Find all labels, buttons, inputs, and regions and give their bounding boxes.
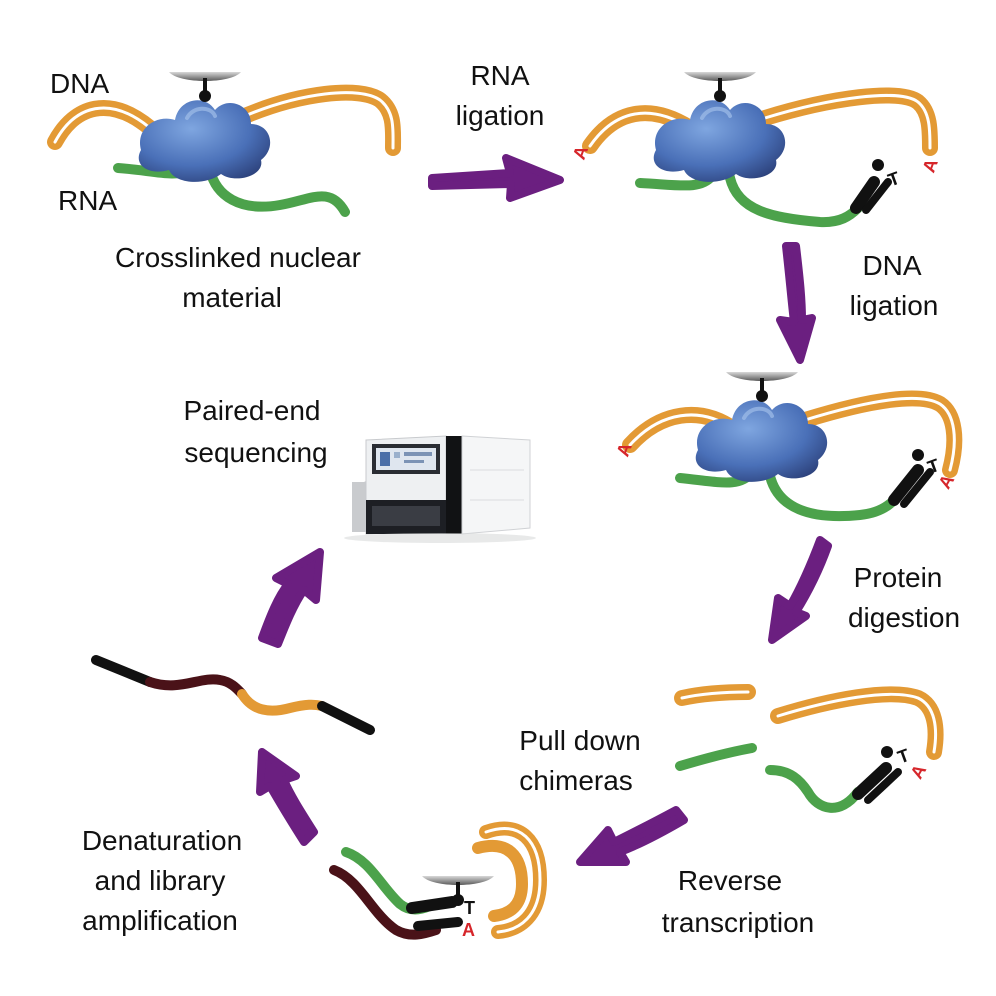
base-letter-a: A: [569, 143, 592, 162]
panel-reverse-transcription: T A: [329, 821, 548, 940]
rna-ligation-label-line2: ligation: [456, 100, 545, 131]
denaturation-label-line1: Denaturation: [82, 825, 242, 856]
adapter-strand: [852, 762, 892, 800]
adapter-strand: [91, 655, 155, 687]
base-letter-a: A: [906, 761, 930, 782]
rna-strand: [635, 158, 863, 228]
reverse-transcription-label-line1: Reverse: [678, 865, 782, 896]
pull-down-label-line2: chimeras: [519, 765, 633, 796]
adapter-strand: [317, 701, 375, 735]
rna-strand: [341, 847, 435, 915]
sequencer-machine-icon: [344, 435, 536, 543]
denaturation-label-line3: amplification: [82, 905, 238, 936]
pull-down-label-line1: Pull down: [519, 725, 640, 756]
adapter-strand: [888, 464, 924, 506]
panel-rna-ligation: A T A: [569, 70, 942, 228]
dna-strand: [770, 686, 944, 760]
panel-dna-ligation: A T A: [613, 370, 963, 522]
process-arrow-icon: [768, 536, 832, 644]
process-arrow-icon: [776, 242, 816, 364]
cdna-strand: [329, 865, 441, 940]
process-arrow-icon: [256, 748, 318, 846]
base-letter-t: T: [895, 745, 912, 768]
adapter-strand: [406, 896, 458, 914]
panel-protein-digestion: T A: [674, 684, 944, 813]
crosslink-pin-icon: [724, 370, 800, 404]
panel-library-fragment: [91, 655, 375, 735]
dna-fragment: [674, 684, 756, 706]
rna-strand: [765, 765, 863, 813]
crosslinked-label-line2: material: [182, 282, 282, 313]
dna-ligation-label-line2: ligation: [850, 290, 939, 321]
process-arrow-icon: [428, 154, 564, 202]
base-letter-a: A: [462, 920, 475, 940]
adapter-strand: [850, 176, 880, 214]
rna-label: RNA: [58, 185, 117, 216]
process-arrow-icon: [576, 806, 688, 866]
base-letter-a: A: [613, 440, 636, 459]
panel-crosslinked: DNA RNA Crosslinked nuclear material: [47, 68, 402, 313]
dna-strand: [47, 84, 402, 156]
dna-fragment: [237, 689, 327, 716]
paired-end-label-line1: Paired-end: [184, 395, 321, 426]
protein-digestion-label-line2: digestion: [848, 602, 960, 633]
crosslink-pin-icon: [682, 70, 758, 104]
dna-strand: [472, 821, 548, 939]
crosslink-pin-icon: [167, 70, 243, 104]
denaturation-label-line2: and library: [95, 865, 226, 896]
rna-fragment: [675, 743, 757, 771]
reverse-transcription-label-line2: transcription: [662, 907, 815, 938]
cdna-strand: [145, 674, 247, 699]
dna-label: DNA: [50, 68, 109, 99]
crosslinked-label-line1: Crosslinked nuclear: [115, 242, 361, 273]
protein-digestion-label-line1: Protein: [854, 562, 943, 593]
base-letter-t: T: [464, 898, 475, 918]
base-letter-a: A: [919, 156, 942, 175]
dna-ligation-label-line1: DNA: [862, 250, 921, 281]
process-arrow-icon: [258, 548, 324, 648]
rna-ligation-label-line1: RNA: [470, 60, 529, 91]
paired-end-label-line2: sequencing: [184, 437, 327, 468]
